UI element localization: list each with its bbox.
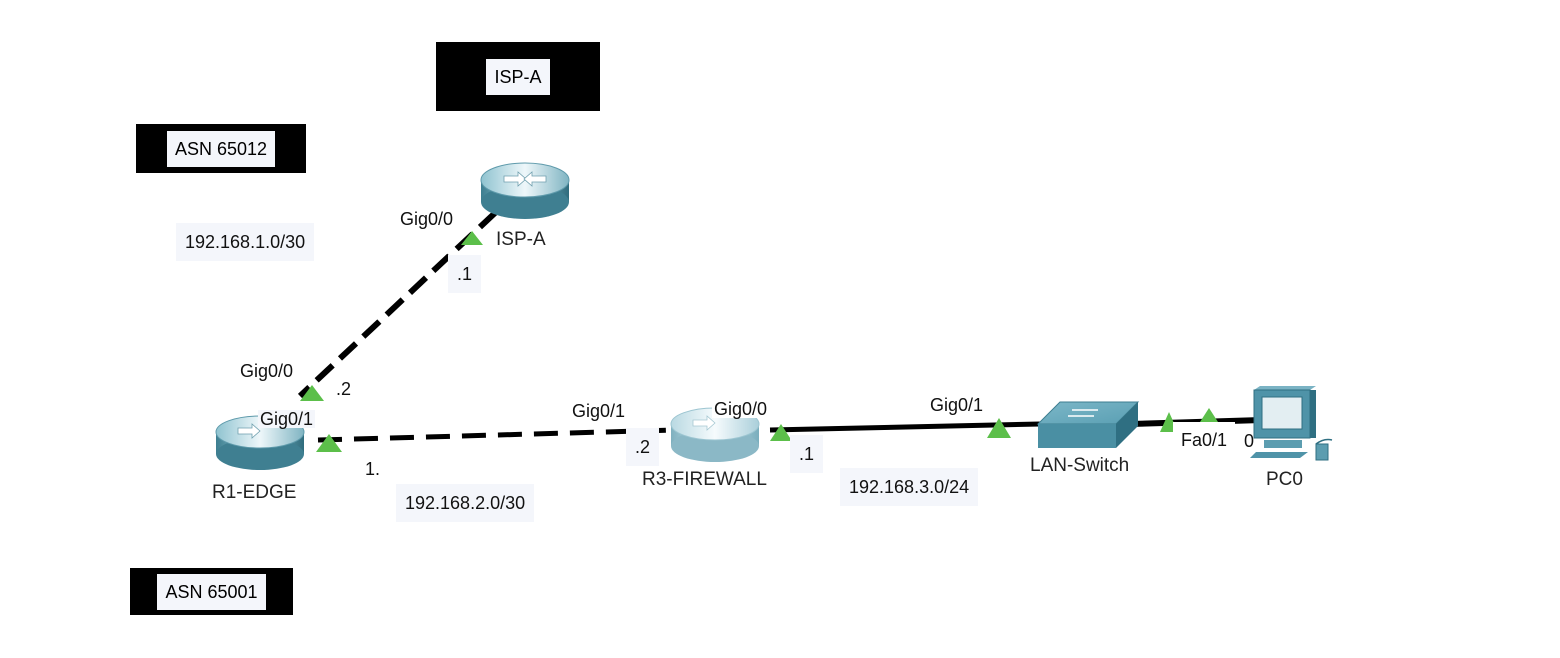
device-name-isp: ISP-A bbox=[496, 229, 546, 250]
status-up-icon bbox=[1200, 408, 1218, 422]
port-label-r1-gig00: Gig0/0 bbox=[240, 361, 294, 381]
status-up-icon bbox=[300, 385, 324, 401]
status-up-icon bbox=[987, 418, 1011, 438]
subnet-label-r1-r3: 192.168.2.0/30 bbox=[396, 484, 535, 522]
switch-icon[interactable] bbox=[1036, 401, 1140, 448]
port-label-switch-gig01: Gig0/1 bbox=[928, 395, 986, 415]
status-up-icon bbox=[316, 434, 342, 452]
port-label-r3-gig01: Gig0/1 bbox=[572, 401, 626, 421]
link-r1-r3[interactable] bbox=[317, 427, 677, 443]
subnet-label-isp: 192.168.1.0/30 bbox=[176, 223, 315, 261]
asn-top-note-text: ASN 65012 bbox=[166, 130, 276, 167]
r3-router-icon[interactable] bbox=[670, 407, 760, 462]
asn-bottom-note: ASN 65001 bbox=[130, 568, 293, 615]
host-label-r1-gig00: .2 bbox=[336, 379, 352, 399]
device-name-switch: LAN-Switch bbox=[1030, 455, 1130, 476]
host-label-r3-gig00: .1 bbox=[790, 435, 824, 473]
port-label-r3-gig00: Gig0/0 bbox=[712, 399, 770, 419]
status-up-icon bbox=[461, 231, 483, 245]
host-label-r3-gig01: .2 bbox=[626, 428, 660, 466]
isp-note: ISP-A bbox=[436, 42, 600, 111]
device-name-pc: PC0 bbox=[1266, 469, 1303, 490]
asn-bottom-note-text: ASN 65001 bbox=[157, 573, 266, 610]
subnet-label-lan: 192.168.3.0/24 bbox=[840, 468, 979, 506]
asn-top-note: ASN 65012 bbox=[136, 124, 306, 173]
device-name-r3: R3-FIREWALL bbox=[642, 469, 767, 490]
status-up-icon bbox=[770, 424, 792, 441]
isp-router-icon[interactable] bbox=[480, 162, 570, 219]
host-label-r1-gig01: 1. bbox=[356, 450, 390, 488]
port-label-switch-fa01: Fa0/1 bbox=[1173, 422, 1236, 458]
device-name-r1: R1-EDGE bbox=[212, 482, 297, 503]
pc-icon[interactable] bbox=[1250, 386, 1333, 461]
port-label-isp-gig00: Gig0/0 bbox=[400, 209, 454, 229]
port-label-pc-fa0: 0 bbox=[1244, 431, 1255, 451]
port-label-r1-gig01: Gig0/1 bbox=[258, 409, 316, 429]
isp-note-text: ISP-A bbox=[486, 58, 550, 95]
host-label-isp: .1 bbox=[448, 255, 482, 293]
